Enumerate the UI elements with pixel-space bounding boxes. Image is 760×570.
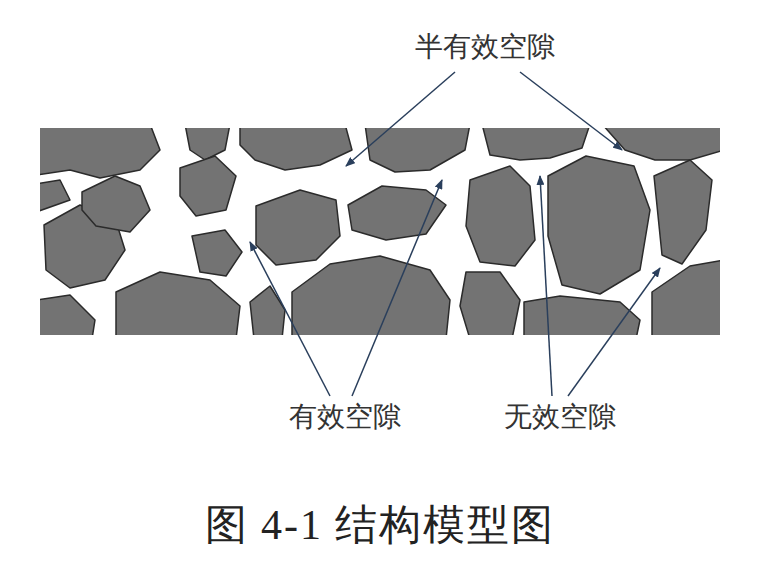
leader-lines [250, 72, 660, 396]
void-label: 有效空隙 [289, 400, 401, 434]
particle-group [40, 128, 720, 335]
figure-caption: 图 4-1 结构模型图 [205, 500, 556, 550]
void-label: 无效空隙 [504, 400, 616, 434]
void-label: 半有效空隙 [415, 30, 555, 64]
